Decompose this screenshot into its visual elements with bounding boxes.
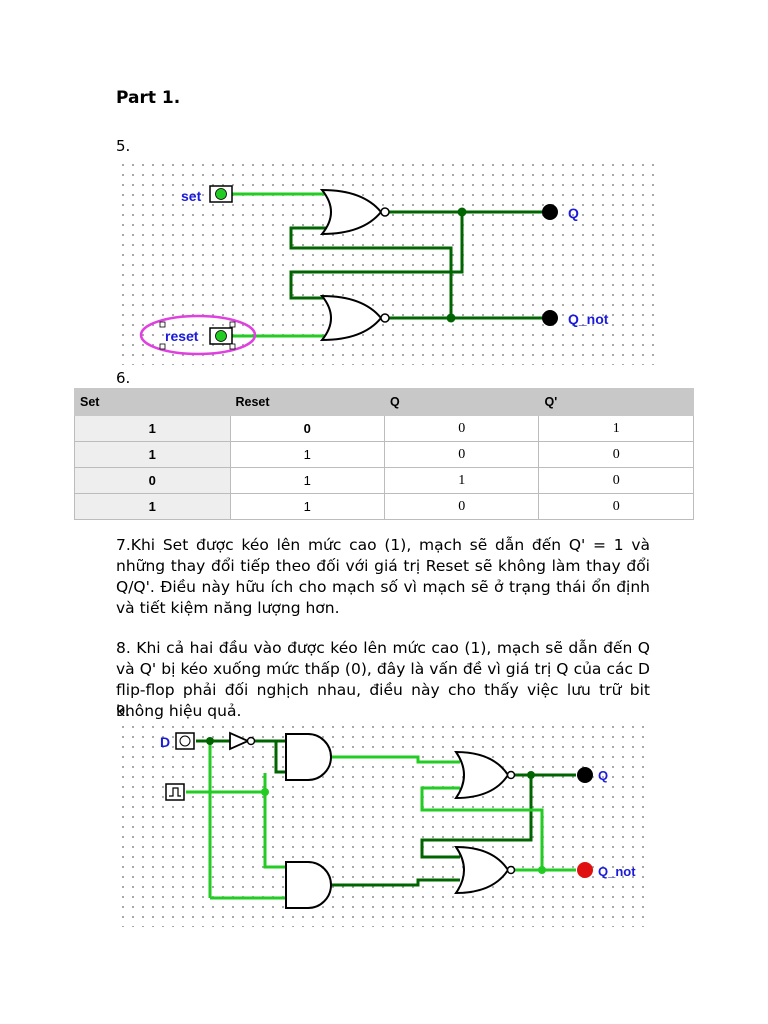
cell-reset: 1 [229,441,385,468]
header-q-prime: Q' [538,388,694,416]
cell-q: 0 [383,441,540,468]
cell-q: 0 [383,415,540,442]
set-input-pin [209,185,233,203]
nor-gate-2 [319,294,390,342]
qnot-output-probe [542,310,558,326]
item-6-number: 6. [116,369,131,387]
part-heading: Part 1. [116,88,181,108]
circuit-1-canvas: set reset Q Q_not [118,160,658,365]
d-input-pin [175,732,195,750]
nor-gate-2 [454,845,516,895]
q-label: Q [568,205,579,221]
and-gate-1 [285,733,332,781]
d-label: D [160,734,170,750]
table-header-row: Set Reset Q Q' [74,388,694,416]
paragraph-7: 7.Khi Set được kéo lên mức cao (1), mạch… [116,536,650,617]
not-gate [229,731,256,751]
header-reset: Reset [229,388,385,416]
sr-latch-diagram: set reset Q Q_not [139,185,609,356]
highlight-circle [139,314,257,356]
paragraph-8: 8. Khi cả hai đầu vào được kéo lên mức c… [116,639,650,720]
cell-set: 1 [74,493,231,520]
header-set: Set [74,388,231,416]
cell-q-prime: 1 [538,415,694,442]
cell-q: 0 [383,493,540,520]
cell-set: 0 [74,467,231,494]
clock-input-pin [165,783,185,801]
set-label: set [181,188,202,204]
truth-table: Set Reset Q Q' 1 0 0 1 1 1 0 0 0 1 1 0 1… [74,388,694,520]
table-row: 1 1 0 0 [74,493,694,520]
cell-q: 1 [383,467,540,494]
and-gate-2 [285,861,332,909]
cell-reset: 1 [229,493,385,520]
cell-reset: 1 [229,467,385,494]
qnot-label: Q_not [598,864,636,879]
q-output-probe [542,204,558,220]
nor-gate-1 [454,750,516,800]
cell-q-prime: 0 [538,467,694,494]
circuit-2-canvas: D Q Q_not [118,722,650,927]
reset-input-pin [159,321,236,350]
d-latch-diagram: D Q Q_not [160,731,636,909]
nor-gate-1 [319,188,390,236]
table-row: 1 1 0 0 [74,441,694,468]
cell-reset: 0 [229,415,385,442]
reset-label: reset [165,328,199,344]
table-row: 1 0 0 1 [74,415,694,442]
cell-set: 1 [74,441,231,468]
q-label: Q [598,768,608,783]
q-output-probe [577,767,593,783]
item-5-number: 5. [116,137,131,155]
header-q: Q [383,388,540,416]
table-row: 0 1 1 0 [74,467,694,494]
item-9-number: 9. [116,702,131,720]
qnot-output-probe [577,862,593,878]
cell-q-prime: 0 [538,493,694,520]
qnot-label: Q_not [568,311,609,327]
cell-q-prime: 0 [538,441,694,468]
cell-set: 1 [74,415,231,442]
